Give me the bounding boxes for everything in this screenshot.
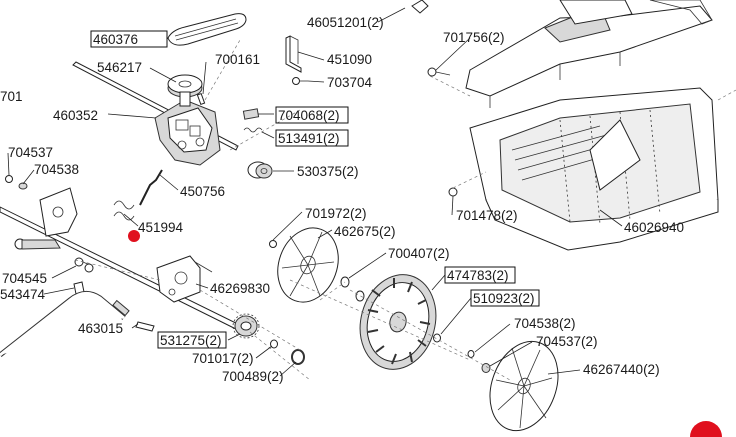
bolt-704545-part [74,257,94,273]
corner-marker [690,421,722,437]
label-451994: 451994 [138,220,184,235]
label-box-460376 [90,30,168,48]
label-543474: 543474 [0,287,46,302]
label-700407: 700407(2) [388,246,450,261]
label-462675: 462675(2) [334,224,396,239]
label-701: 701 [0,89,23,104]
hubcap-462675-part [277,227,339,303]
grass-bag-part [469,87,719,251]
label-531275: 531275(2) [160,333,222,348]
label-451090: 451090 [327,52,372,67]
label-703704: 703704 [327,75,373,90]
label-513491: 513491(2) [278,131,340,146]
washer-510923-part [433,333,441,343]
pulley-part [167,74,203,107]
label-450756: 450756 [180,184,225,199]
label-box-704068 [275,106,349,124]
screw-701478-part [448,187,458,197]
assembly-guide [429,75,736,189]
label-700161: 700161 [215,52,260,67]
washer-701017-part [270,339,278,349]
label-701972: 701972(2) [305,206,367,221]
label-704538: 704538 [34,162,79,177]
label-704068: 704068(2) [278,108,340,123]
spring-513491-part [243,127,263,133]
label-box-510923 [470,289,540,307]
grass-bag-frame-part [465,0,713,108]
highlight-marker[interactable] [128,230,140,242]
leader-lines [7,7,623,377]
label-460352: 460352 [53,108,98,123]
coupling-part [247,161,273,179]
label-704545: 704545 [2,271,47,286]
label-box-474783 [444,266,516,284]
wheel-bracket-part [156,255,213,303]
label-704538b: 704538(2) [514,316,576,331]
screw-463015-part [135,321,155,332]
nut-704537b-part [481,363,491,373]
label-546217: 546217 [97,60,142,75]
label-510923: 510923(2) [473,291,535,306]
label-701478: 701478(2) [456,208,518,223]
label-704537: 704537 [8,145,53,160]
washer-704537-part [5,175,13,183]
drive-belt-part [167,13,247,46]
washer-704538b-part [467,350,475,358]
plate-704068-part [242,108,260,120]
label-460376: 460376 [93,32,138,47]
label-box-531275 [157,331,227,349]
label-463015: 463015 [78,321,123,336]
label-46051201: 46051201(2) [307,15,384,30]
handle-bar-part [0,291,130,357]
label-46269830: 46269830 [210,281,270,296]
washer-701972-part [269,240,277,248]
assembly-guide [199,279,511,381]
wheel-474783-part [359,274,437,370]
label-704537b: 704537(2) [536,334,598,349]
cable-450756-part [139,169,163,206]
label-701756: 701756(2) [443,30,505,45]
label-46026940: 46026940 [624,220,684,235]
bracket-part [285,35,302,73]
screw-701756-part [427,67,451,77]
label-530375: 530375(2) [297,164,359,179]
label-701017: 701017(2) [192,351,254,366]
side-plate-part [14,187,78,250]
part-labels: 460376 46051201(2) 546217 700161 451090 … [0,15,684,384]
screw-703704-part [292,77,308,85]
label-46267440: 46267440(2) [583,362,660,377]
hubcap-46267440-part [489,340,559,432]
drive-gear-part [232,313,260,339]
bracket-top-part [411,0,429,14]
label-box-513491 [275,129,349,147]
clip-700489-part [291,349,305,365]
pin-part [196,92,206,106]
label-474783: 474783(2) [447,268,509,283]
washer-362-part [355,290,365,302]
nut-704538-part [18,182,28,190]
label-700489: 700489(2) [222,369,284,384]
